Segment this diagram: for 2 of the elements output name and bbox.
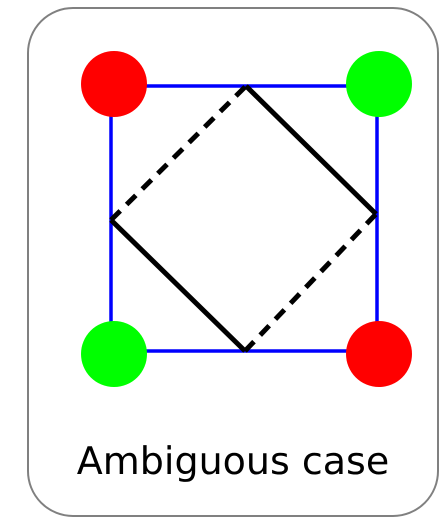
panel-card (27, 7, 439, 517)
case-caption: Ambiguous case (76, 439, 390, 483)
